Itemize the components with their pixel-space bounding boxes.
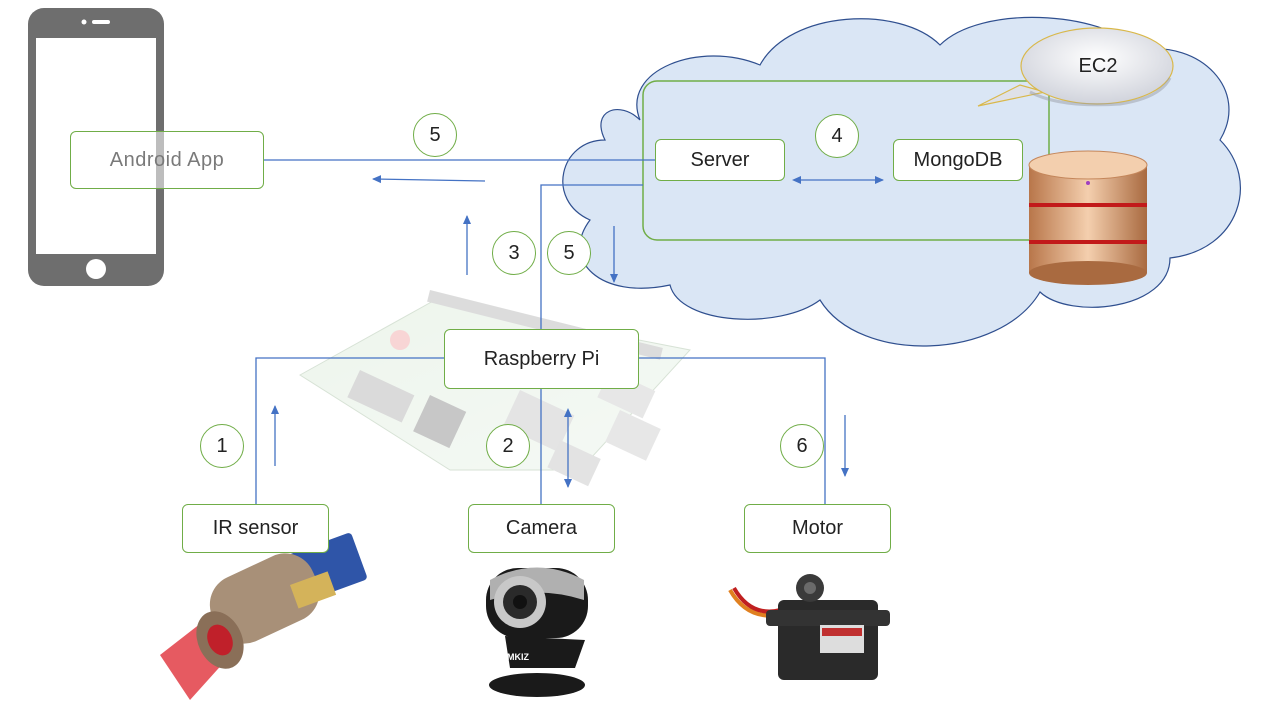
step-5-cloud-marker: 5	[547, 231, 591, 275]
ec2-label: EC2	[1078, 54, 1118, 77]
camera-node: Camera	[468, 504, 615, 553]
database-icon	[1028, 150, 1148, 285]
raspberry-pi-node: Raspberry Pi	[444, 329, 639, 389]
step-6-marker: 6	[780, 424, 824, 468]
mongodb-node: MongoDB	[893, 139, 1023, 181]
servo-motor-image	[728, 574, 890, 680]
ir-sensor-node: IR sensor	[182, 504, 329, 553]
step-1-marker: 1	[200, 424, 244, 468]
step-5-app-marker: 5	[413, 113, 457, 157]
ir-sensor-image	[160, 533, 367, 700]
android-app-label: Android App	[70, 131, 264, 189]
webcam-image: CIMKIZ	[486, 567, 588, 697]
direction-arrows	[271, 175, 884, 488]
ec2-callout	[977, 27, 1174, 107]
step-2-marker: 2	[486, 424, 530, 468]
motor-node: Motor	[744, 504, 891, 553]
step-4-marker: 4	[815, 114, 859, 158]
server-node: Server	[655, 139, 785, 181]
webcam-brand-text: CIMKIZ	[498, 652, 529, 662]
connector-lines	[255, 159, 826, 504]
step-3-marker: 3	[492, 231, 536, 275]
